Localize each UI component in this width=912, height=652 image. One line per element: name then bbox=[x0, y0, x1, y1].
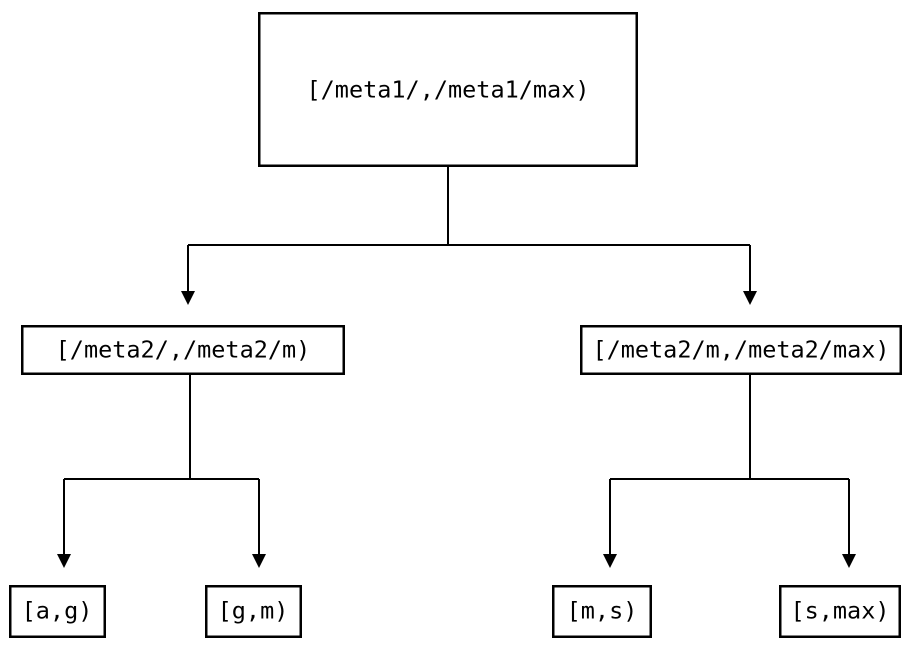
arrowhead-root-to-mid-right bbox=[743, 291, 757, 305]
edge-group-root bbox=[181, 167, 757, 305]
arrowhead-root-to-mid-left bbox=[181, 291, 195, 305]
node-leaf-m-s-box bbox=[552, 585, 653, 639]
node-mid-right[interactable]: [/meta2/m,/meta2/max) bbox=[580, 325, 903, 376]
edge-group-mid-left bbox=[57, 375, 266, 568]
arrowhead-mid-left-to-g-m bbox=[252, 554, 266, 568]
node-leaf-a-g-label: [a,g) bbox=[22, 597, 93, 625]
node-leaf-m-s[interactable]: [m,s) bbox=[552, 585, 653, 639]
arrowhead-mid-left-to-a-g bbox=[57, 554, 71, 568]
node-leaf-m-s-label: [m,s) bbox=[567, 597, 638, 625]
node-root-label: [/meta1/,/meta1/max) bbox=[307, 76, 590, 104]
node-leaf-s-max-box bbox=[779, 585, 902, 639]
node-root-box bbox=[258, 11, 639, 168]
edge-group-mid-right bbox=[603, 375, 856, 568]
node-leaf-s-max-label: [s,max) bbox=[790, 597, 889, 625]
node-leaf-a-g[interactable]: [a,g) bbox=[8, 585, 106, 639]
node-mid-right-box bbox=[580, 325, 903, 376]
node-leaf-g-m-label: [g,m) bbox=[218, 597, 289, 625]
arrowhead-mid-right-to-s-max bbox=[842, 554, 856, 568]
arrowhead-mid-right-to-m-s bbox=[603, 554, 617, 568]
node-root[interactable]: [/meta1/,/meta1/max) bbox=[258, 11, 639, 168]
node-mid-right-label: [/meta2/m,/meta2/max) bbox=[592, 336, 889, 364]
node-mid-left-box bbox=[21, 325, 346, 376]
node-leaf-a-g-box bbox=[8, 585, 106, 639]
node-leaf-g-m-box bbox=[204, 585, 302, 639]
node-leaf-g-m[interactable]: [g,m) bbox=[204, 585, 302, 639]
node-mid-left[interactable]: [/meta2/,/meta2/m) bbox=[21, 325, 346, 376]
node-leaf-s-max[interactable]: [s,max) bbox=[779, 585, 902, 639]
node-mid-left-label: [/meta2/,/meta2/m) bbox=[56, 336, 311, 364]
